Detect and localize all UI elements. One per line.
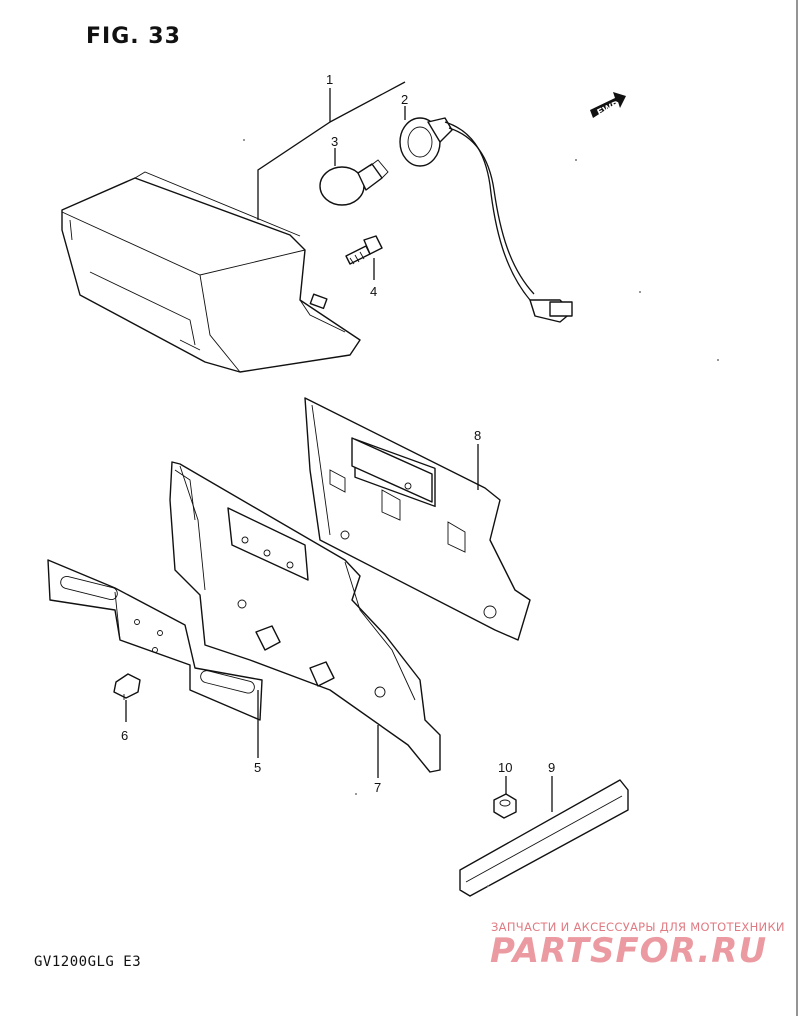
plate-bracket-8	[304, 397, 531, 641]
nut-10	[493, 793, 517, 819]
part-label-7: 7	[374, 780, 381, 795]
part-labels: 1 2 3 4 5 6 7 8 9 10	[121, 72, 555, 795]
model-code: GV1200GLG E3	[34, 954, 142, 970]
part-label-1: 1	[326, 72, 333, 87]
bolt-4	[345, 235, 383, 265]
part-label-2: 2	[401, 92, 408, 107]
part-label-10: 10	[498, 760, 512, 775]
scan-specks	[243, 139, 719, 887]
watermark-logo: PARTSFOR.RU	[490, 931, 768, 971]
reflector-9	[459, 779, 629, 897]
bolt-6	[113, 673, 141, 700]
part-label-3: 3	[331, 134, 338, 149]
watermark-tagline: ЗАПЧАСТИ И АКСЕССУАРЫ ДЛЯ МОТОТЕХНИКИ	[491, 920, 785, 934]
bulb	[319, 159, 389, 206]
license-holder-5	[47, 559, 263, 721]
tail-lamp-housing	[61, 171, 361, 373]
fwd-arrow: FWD	[590, 92, 626, 119]
part-label-8: 8	[474, 428, 481, 443]
frame-bracket-7	[169, 461, 441, 773]
figure-title: FIG. 33	[86, 24, 181, 49]
part-label-6: 6	[121, 728, 128, 743]
part-label-5: 5	[254, 760, 261, 775]
leader-lines	[125, 81, 553, 812]
part-label-9: 9	[548, 760, 555, 775]
part-label-4: 4	[370, 284, 377, 299]
socket-harness	[399, 117, 573, 323]
